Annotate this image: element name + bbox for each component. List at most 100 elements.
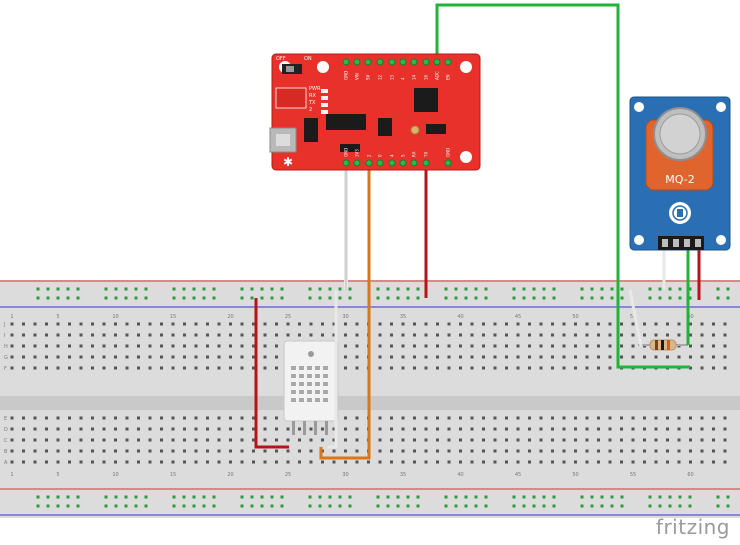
rail-hole (464, 504, 468, 508)
breadboard-hole (252, 344, 255, 348)
breadboard-hole (240, 416, 244, 420)
breadboard-hole (91, 355, 94, 359)
board-pin-label: 16 (424, 74, 429, 80)
breadboard-hole (263, 355, 267, 359)
mq2-pin (662, 239, 668, 247)
rail-hole (114, 495, 118, 499)
mq2-logo-ring (672, 205, 688, 221)
breadboard-hole (114, 366, 117, 370)
rail-hole (464, 495, 468, 499)
rail-hole (212, 495, 216, 499)
breadboard-hole (263, 427, 267, 431)
breadboard-hole (574, 438, 577, 442)
rail-hole (134, 296, 138, 300)
column-number: 55 (630, 314, 636, 320)
breadboard-hole (275, 438, 278, 442)
breadboard-hole (217, 344, 221, 348)
breadboard-hole (183, 322, 186, 326)
column-number: 10 (112, 314, 118, 320)
breadboard-hole (516, 427, 520, 431)
breadboard-hole (45, 460, 48, 464)
breadboard-hole (114, 416, 117, 420)
breadboard-hole (482, 438, 485, 442)
led (321, 89, 328, 93)
row-letter: E (4, 416, 7, 422)
breadboard-hole (321, 333, 324, 337)
mq2-logo-mark (677, 209, 683, 217)
dht-vent (323, 366, 328, 370)
resistor-band-2 (661, 340, 664, 350)
rail-hole (172, 495, 176, 499)
row-letter: B (4, 449, 8, 455)
breadboard-hole (436, 344, 439, 348)
breadboard-hole (712, 449, 715, 453)
rail-hole (240, 495, 244, 499)
breadboard-hole (194, 427, 198, 431)
breadboard-hole (712, 333, 715, 337)
breadboard-hole (137, 355, 140, 359)
column-number: 15 (170, 472, 176, 478)
breadboard-hole (344, 344, 347, 348)
breadboard-hole (424, 427, 428, 431)
breadboard-hole (309, 333, 313, 337)
breadboard-hole (344, 355, 347, 359)
breadboard-hole (723, 416, 727, 420)
breadboard-hole (723, 344, 727, 348)
breadboard-hole (321, 322, 324, 326)
breadboard-hole (171, 460, 175, 464)
column-number: 50 (572, 472, 578, 478)
breadboard-hole (712, 416, 715, 420)
board-pin-label: 14 (412, 74, 417, 80)
dht-vent (307, 366, 312, 370)
breadboard-hole (206, 438, 209, 442)
rail-hole (376, 495, 380, 499)
breadboard-hole (45, 449, 48, 453)
breadboard-hole (597, 322, 600, 326)
breadboard-hole (643, 449, 646, 453)
rail-hole (552, 504, 556, 508)
rail-hole (56, 296, 60, 300)
breadboard-hole (263, 322, 267, 326)
breadboard-hole (424, 333, 428, 337)
row-letter: G (4, 355, 8, 361)
breadboard-hole (378, 449, 382, 453)
breadboard-hole (608, 322, 612, 326)
breadboard-hole (539, 438, 543, 442)
rail-hole (144, 287, 148, 291)
breadboard-hole (459, 322, 462, 326)
breadboard-hole (424, 344, 428, 348)
rail-hole (104, 296, 108, 300)
breadboard-hole (574, 344, 577, 348)
breadboard-hole (689, 438, 692, 442)
breadboard-hole (482, 333, 485, 337)
dht-vent (299, 390, 304, 394)
breadboard-hole (56, 355, 60, 359)
breadboard-hole (459, 449, 462, 453)
breadboard-hole (528, 355, 531, 359)
rail-hole (202, 495, 206, 499)
chip-flash (378, 118, 392, 136)
breadboard-hole (171, 366, 175, 370)
rail-hole (552, 296, 556, 300)
breadboard-hole (171, 333, 175, 337)
breadboard-hole (102, 333, 106, 337)
rail-hole (182, 296, 186, 300)
row-letter: D (4, 427, 8, 433)
breadboard-hole (102, 460, 106, 464)
rail-hole (250, 495, 254, 499)
breadboard-hole (68, 427, 71, 431)
breadboard-hole (493, 460, 497, 464)
breadboard-hole (470, 322, 474, 326)
breadboard-hole (700, 333, 704, 337)
breadboard-hole (148, 460, 152, 464)
breadboard-hole (137, 427, 140, 431)
breadboard-hole (666, 322, 669, 326)
breadboard-hole (148, 366, 152, 370)
breadboard-hole (574, 416, 577, 420)
breadboard-hole (321, 460, 324, 464)
breadboard-hole (493, 333, 497, 337)
breadboard-hole (137, 416, 140, 420)
column-number: 40 (457, 472, 463, 478)
rail-hole (348, 504, 352, 508)
breadboard-hole (378, 344, 382, 348)
